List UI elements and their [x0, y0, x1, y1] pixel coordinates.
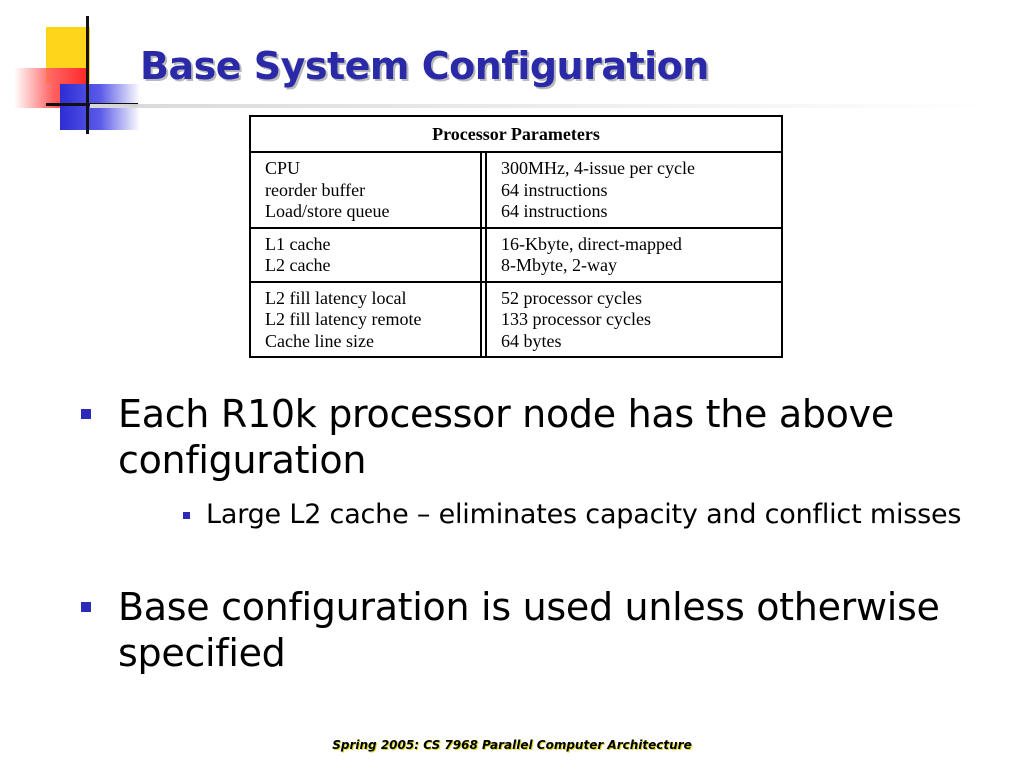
parameter-label: L2 fill latency local [265, 287, 407, 308]
sub-bullet-item: Large L2 cache – eliminates capacity and… [183, 498, 976, 531]
logo-vertical-line [86, 16, 89, 134]
table-cell-value: 52 processor cycles 133 processor cycles… [487, 283, 781, 357]
parameter-value: 64 instructions [501, 201, 608, 221]
bullet-square-icon [183, 512, 190, 519]
sub-bullet-text: Large L2 cache – eliminates capacity and… [206, 499, 962, 530]
parameter-label: CPU [265, 158, 301, 178]
parameter-value: 8-Mbyte, 2-way [501, 255, 617, 275]
table-cell-parameter: CPU reorder buffer Load/store queue [251, 153, 487, 227]
parameter-label: Load/store queue [265, 201, 390, 221]
table-row: L1 cache L2 cache 16-Kbyte, direct-mappe… [251, 228, 781, 283]
table-cell-value: 16-Kbyte, direct-mapped 8-Mbyte, 2-way [487, 229, 781, 281]
parameter-label: Cache line size [265, 330, 374, 351]
table-header: Processor Parameters [251, 117, 781, 153]
table-cell-value: 300MHz, 4-issue per cycle 64 instruction… [487, 153, 781, 227]
bullet-item: Each R10k processor node has the above c… [81, 391, 998, 483]
parameter-value: 52 processor cycles [501, 287, 642, 308]
table-row: CPU reorder buffer Load/store queue 300M… [251, 153, 781, 229]
parameter-label: L2 cache [265, 255, 331, 275]
slide-logo [0, 0, 150, 140]
bullet-square-icon [81, 602, 91, 612]
bullet-item: Base configuration is used unless otherw… [81, 584, 998, 676]
parameter-value: 16-Kbyte, direct-mapped [501, 233, 682, 254]
bullet-text: Each R10k processor node has the above c… [118, 392, 894, 482]
parameter-label: L2 fill latency remote [265, 309, 422, 329]
slide-footer: Spring 2005: CS 7968 Parallel Computer A… [332, 738, 692, 752]
title-underline [90, 104, 990, 108]
parameter-label: L1 cache [265, 233, 331, 254]
parameter-value: 64 bytes [501, 330, 562, 351]
slide-title: Base System Configuration [140, 44, 709, 88]
bullet-square-icon [81, 409, 91, 419]
processor-parameters-table: Processor Parameters CPU reorder buffer … [249, 115, 783, 358]
table-cell-parameter: L2 fill latency local L2 fill latency re… [251, 282, 487, 356]
parameter-value: 133 processor cycles [501, 309, 651, 329]
bullet-text: Base configuration is used unless otherw… [118, 585, 940, 675]
parameter-value: 64 instructions [501, 179, 608, 200]
table-row: L2 fill latency local L2 fill latency re… [251, 282, 781, 357]
parameter-value: 300MHz, 4-issue per cycle [501, 158, 695, 178]
table-cell-parameter: L1 cache L2 cache [251, 228, 487, 281]
parameter-label: reorder buffer [265, 179, 366, 200]
